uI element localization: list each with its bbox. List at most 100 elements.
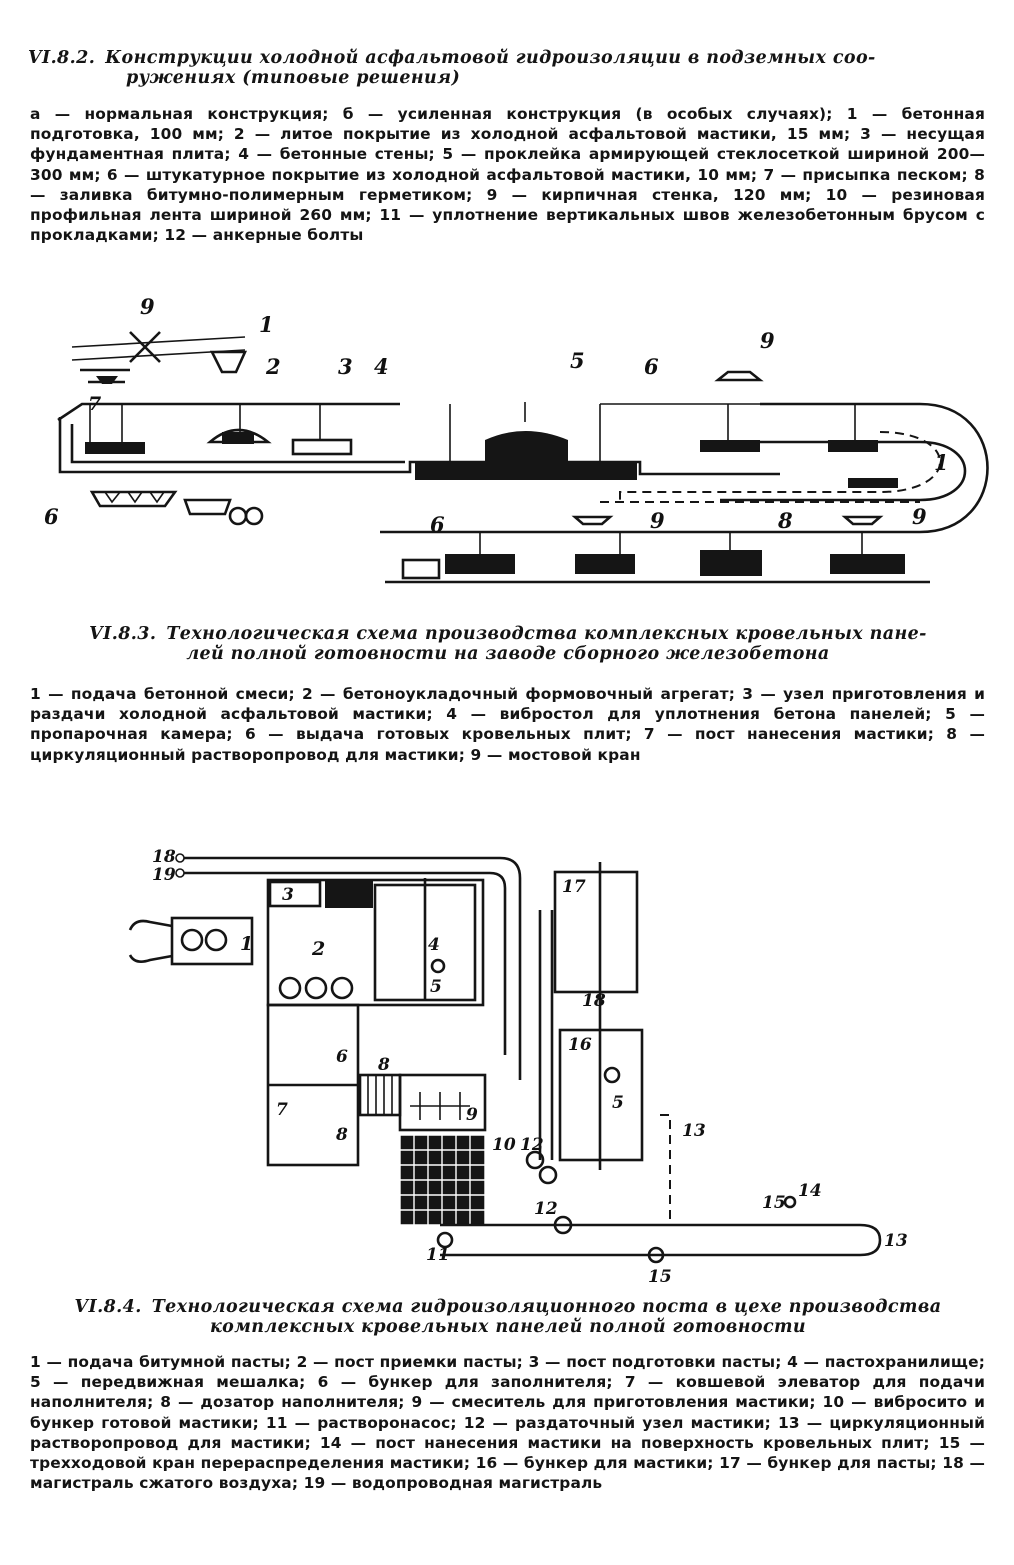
label-12: 12 — [520, 1135, 544, 1155]
label-6: 6 — [336, 1047, 348, 1067]
steam-chamber-base — [415, 462, 637, 480]
figure-3-title: VI.8.4. Технологическая схема гидроизоляц… — [28, 1297, 988, 1337]
bridge-crane-symbol — [841, 515, 884, 526]
conveyor-loop — [380, 402, 989, 534]
paste-prep-grid — [325, 880, 373, 908]
figure-1-title-line1: Конструкции холодной асфальтовой гидроиз… — [105, 48, 876, 68]
crane-hangers — [89, 404, 856, 462]
mastic-circulation-pipe — [440, 1223, 882, 1257]
label-9: 9 — [650, 508, 665, 533]
figure-2-number: VI.8.3. — [89, 624, 157, 644]
figure-2-title-line1: Технологическая схема производства компл… — [166, 624, 927, 644]
label-9: 9 — [140, 294, 155, 319]
crane-track — [71, 336, 246, 348]
tanker-cab — [128, 919, 173, 963]
figure-1-title-line2: ружениях (типовые решения) — [126, 68, 461, 88]
mobile-mixer — [430, 958, 446, 974]
label-3: 3 — [282, 885, 294, 905]
label-2: 2 — [311, 938, 325, 960]
mastic-prep-hoppers — [89, 490, 178, 508]
figure-1-number: VI.8.2. — [28, 48, 96, 68]
conveyor-line — [57, 402, 400, 422]
pipe-inlet — [175, 868, 185, 878]
pipe-inlet — [175, 853, 185, 863]
forming-unit-body — [222, 432, 254, 444]
paste-tank — [278, 976, 302, 1000]
label-18: 18 — [152, 847, 176, 867]
figure-2-title-line2: лей полной готовности на заводе сборного… — [186, 644, 830, 664]
doser-grid — [367, 1075, 393, 1115]
label-11: 11 — [426, 1245, 450, 1265]
truck-cab — [401, 558, 441, 580]
crane-hangers — [479, 532, 863, 554]
forming-unit — [206, 428, 272, 444]
label-5: 5 — [612, 1093, 624, 1113]
label-6: 6 — [430, 512, 445, 537]
label-4: 4 — [428, 935, 440, 955]
label-14: 14 — [798, 1181, 822, 1201]
figure-1-legend: а — нормальная конструкция; б — усиленна… — [30, 105, 985, 245]
mortar-pump — [436, 1231, 454, 1249]
label-7: 7 — [276, 1100, 288, 1120]
paste-tank — [304, 976, 328, 1000]
label-2: 2 — [265, 354, 281, 379]
filler-doser — [358, 1073, 402, 1117]
figure-3-title-line2: комплексных кровельных панелей полной го… — [209, 1317, 807, 1337]
label-9: 9 — [760, 328, 775, 353]
label-7: 7 — [88, 393, 101, 415]
hopper-cones — [104, 491, 165, 504]
label-16: 16 — [568, 1035, 592, 1055]
distribution-node — [538, 1165, 558, 1185]
tank-wheel — [204, 928, 228, 952]
label-6: 6 — [44, 504, 59, 529]
figure-3-title-line1: Технологическая схема гидроизоляционного… — [151, 1297, 942, 1317]
concrete-hopper — [209, 350, 248, 374]
label-1: 1 — [259, 312, 274, 337]
figure-1-title: VI.8.2. Конструкции холодной асфальтовой … — [28, 48, 988, 88]
label-5: 5 — [570, 348, 585, 373]
paste-prep-post — [268, 880, 322, 908]
figure-3-number: VI.8.4. — [74, 1297, 142, 1317]
figure-3-legend: 1 — подача битумной пасты; 2 — пост прие… — [30, 1353, 985, 1493]
bridge-crane-symbol — [714, 370, 764, 382]
panel-on-line — [848, 478, 898, 488]
ready-panels-stack — [445, 554, 515, 574]
panel-on-line — [700, 440, 760, 452]
mixer-tank — [183, 498, 232, 516]
steam-chamber — [485, 431, 568, 468]
tank-wheel — [180, 928, 204, 952]
three-way-valve — [647, 1246, 665, 1264]
label-8: 8 — [777, 508, 793, 533]
label-17: 17 — [562, 877, 586, 897]
compressed-air-main — [184, 871, 507, 1055]
crane-bucket — [96, 376, 118, 384]
crane-hook-symbol — [129, 331, 161, 363]
label-1: 1 — [934, 450, 949, 475]
panel-on-line — [828, 440, 878, 452]
bridge-crane-symbol — [571, 515, 614, 526]
pump-icon — [244, 506, 264, 526]
label-6: 6 — [644, 354, 659, 379]
label-3: 3 — [338, 354, 353, 379]
label-13: 13 — [884, 1231, 908, 1251]
label-19: 19 — [152, 865, 176, 885]
label-15: 15 — [648, 1267, 672, 1287]
label-13: 13 — [682, 1121, 706, 1141]
figure-2-diagram: 9 1 2 3 4 5 6 9 7 1 6 8 9 9 6 — [44, 294, 989, 584]
paste-receiving-post — [266, 878, 485, 1007]
distribution-pipe — [538, 910, 554, 1160]
label-18: 18 — [582, 991, 606, 1011]
label-8: 8 — [377, 1055, 390, 1075]
ready-panels-stack — [700, 550, 762, 576]
paste-tanker — [170, 916, 254, 966]
mixer-blades — [410, 1092, 470, 1120]
mastic-application-post — [85, 442, 145, 454]
figure-2-legend: 1 — подача бетонной смеси; 2 — бетоноукл… — [30, 685, 985, 764]
conveyor-loop-inner — [720, 440, 967, 502]
label-4: 4 — [374, 354, 389, 379]
mastic-mixer — [398, 1073, 487, 1132]
pump-icon — [228, 506, 248, 526]
vibrating-table — [291, 438, 353, 456]
three-way-pipe — [660, 1114, 671, 1225]
